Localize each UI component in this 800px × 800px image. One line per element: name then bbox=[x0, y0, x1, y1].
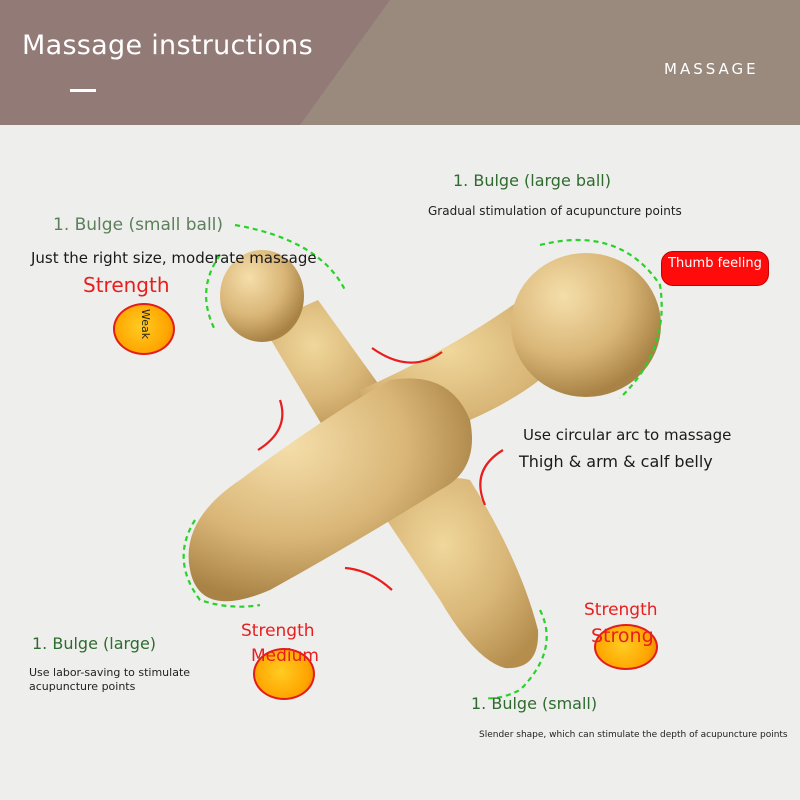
strength-weak-text: Weak bbox=[139, 309, 152, 340]
small-ball-title: 1. Bulge (small ball) bbox=[53, 215, 224, 235]
small-bulge-title: 1. Bulge (small) bbox=[471, 694, 598, 713]
arc-large-ball bbox=[539, 238, 663, 399]
page-title: Massage instructions bbox=[22, 30, 313, 61]
red-arc-right bbox=[479, 449, 504, 506]
title-underline bbox=[70, 89, 96, 92]
red-arc-top bbox=[371, 347, 443, 364]
header-banner: Massage instructions MASSAGE bbox=[0, 0, 800, 125]
header-tag: MASSAGE bbox=[664, 60, 759, 78]
red-arc-bottom bbox=[344, 566, 393, 591]
main-body bbox=[188, 378, 473, 602]
small-ball bbox=[220, 250, 304, 342]
red-arc-left bbox=[257, 399, 284, 451]
thumb-feeling-badge: Thumb feeling bbox=[661, 251, 769, 286]
thigh-arm-text: Thigh & arm & calf belly bbox=[519, 452, 713, 471]
small-ball-description: Just the right size, moderate massage bbox=[31, 249, 317, 267]
large-ball-title: 1. Bulge (large ball) bbox=[453, 171, 611, 190]
medium-strength-level: Medium bbox=[251, 646, 319, 666]
small-ball-strength-label: Strength bbox=[83, 273, 170, 297]
arc-small-ball-top bbox=[234, 223, 346, 291]
arc-body-tip bbox=[182, 519, 261, 608]
strength-strong-badge bbox=[594, 624, 658, 670]
medium-strength-label: Strength bbox=[241, 621, 315, 641]
strength-medium-badge bbox=[253, 648, 315, 700]
large-ball bbox=[511, 253, 661, 397]
small-ball-stem bbox=[262, 300, 390, 430]
strong-strength-label: Strength bbox=[584, 600, 658, 620]
slender-leg bbox=[380, 478, 539, 669]
large-bulge-desc-line1: Use labor-saving to stimulate bbox=[29, 666, 191, 679]
large-ball-description: Gradual stimulation of acupuncture point… bbox=[428, 204, 682, 218]
small-bulge-description: Slender shape, which can stimulate the d… bbox=[479, 730, 788, 740]
large-bulge-title: 1. Bulge (large) bbox=[32, 634, 157, 653]
circular-arc-text: Use circular arc to massage bbox=[523, 426, 732, 444]
arc-slender-leg bbox=[484, 609, 548, 700]
strength-weak-badge: Weak bbox=[113, 303, 175, 355]
large-bulge-desc-line2: acupuncture points bbox=[29, 680, 136, 693]
arc-small-ball-left bbox=[205, 254, 221, 331]
strong-strength-level: Strong bbox=[591, 625, 654, 647]
